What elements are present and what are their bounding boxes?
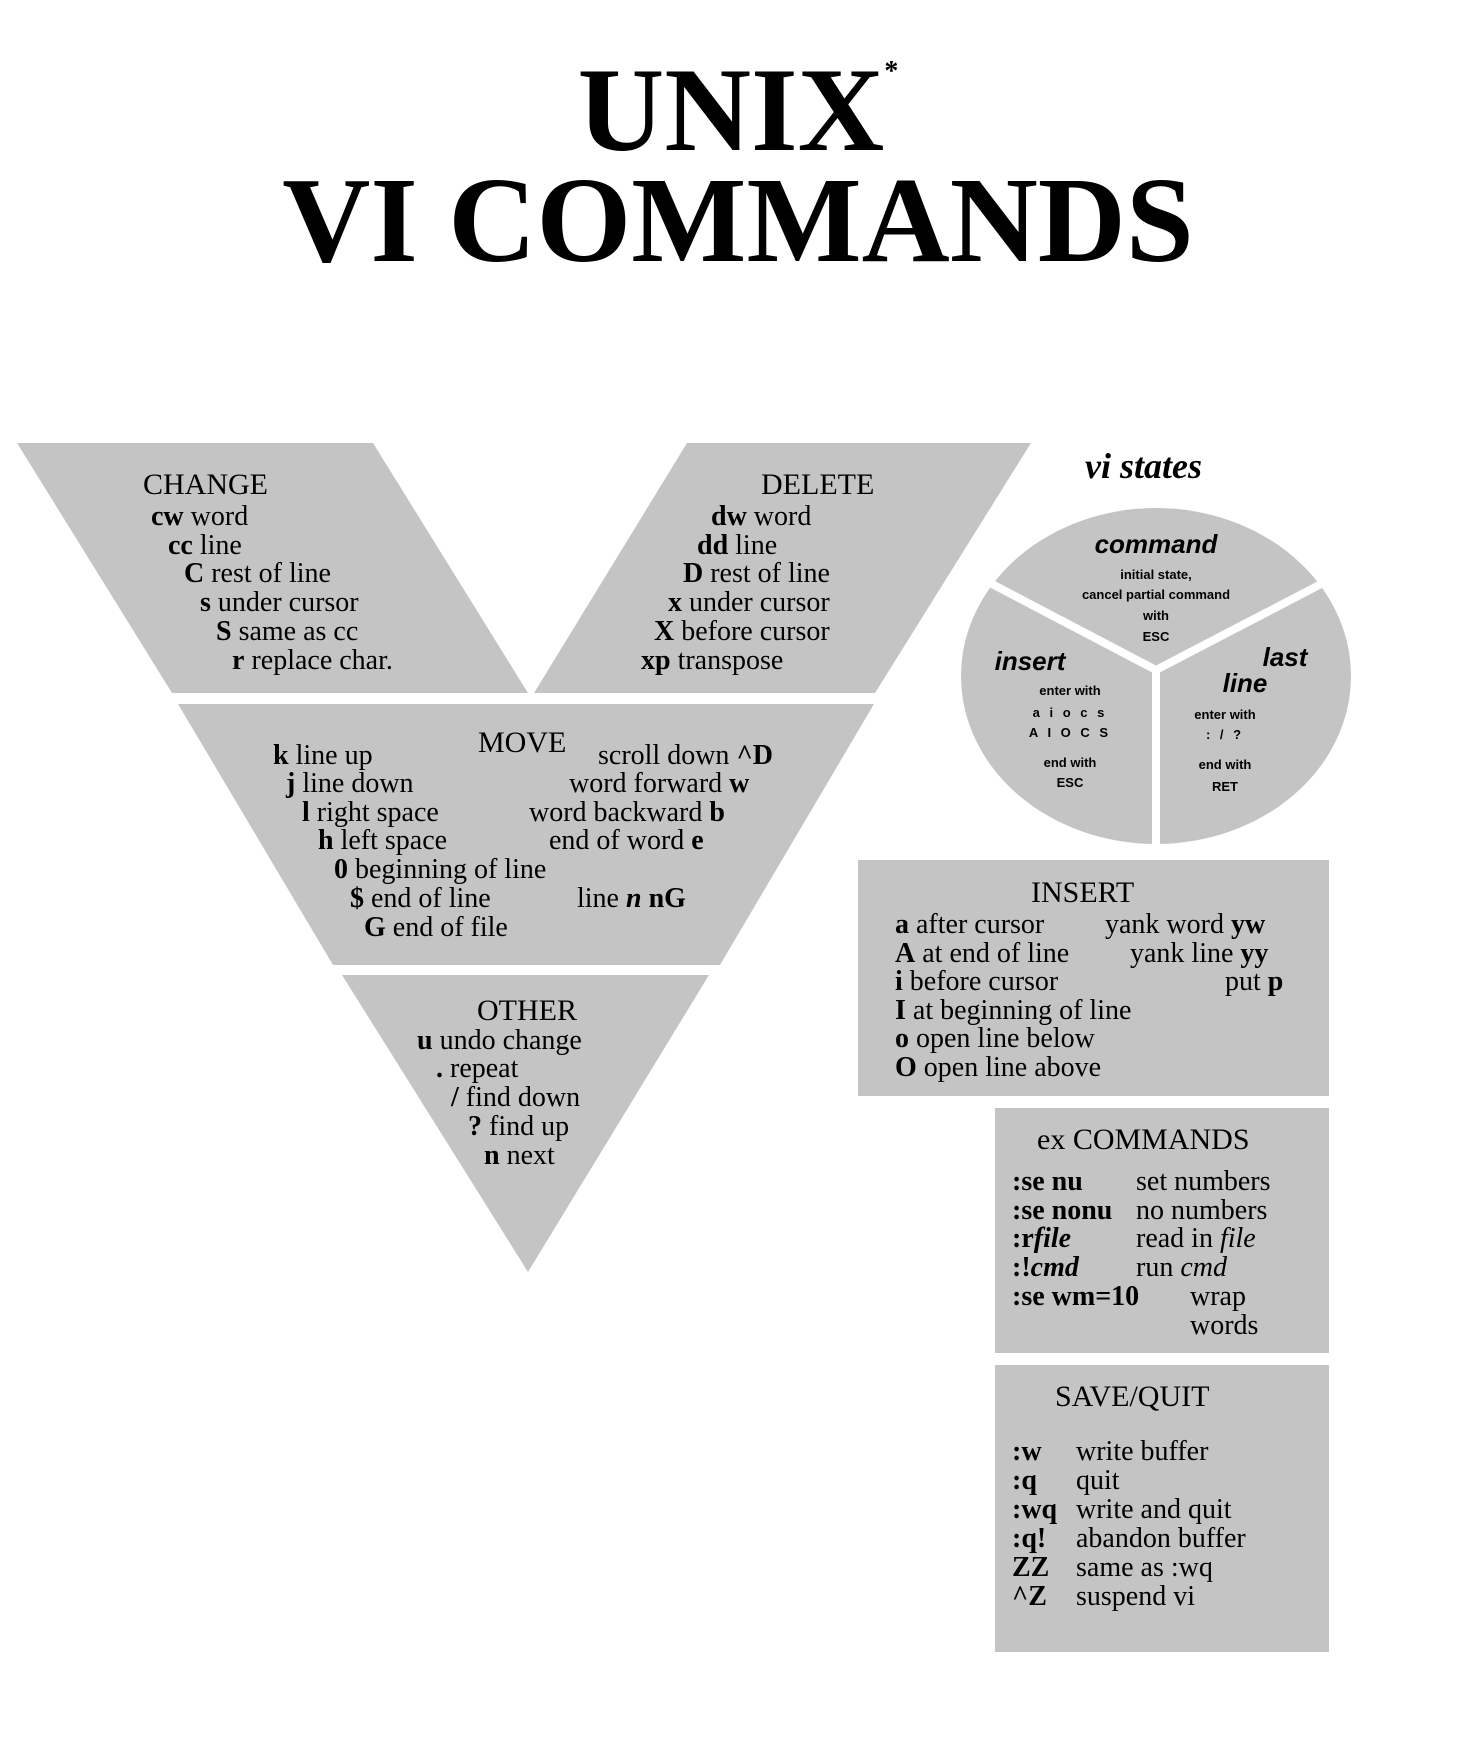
other-item: u undo change: [417, 1025, 582, 1056]
state-lastline-line: : / ?: [1205, 727, 1245, 742]
other-panel: [342, 975, 709, 1272]
state-insert-line: enter with: [1039, 683, 1101, 698]
state-lastline-label: last: [1262, 642, 1308, 672]
savequit-key: :q!: [1012, 1523, 1047, 1554]
change-item: r replace char.: [232, 645, 393, 676]
move-right-item: scroll down ^D: [598, 740, 773, 771]
ex-command: :se wm=10: [1012, 1281, 1140, 1312]
ex-command: :!cmd: [1012, 1252, 1079, 1283]
move-right-item: word forward w: [569, 768, 750, 799]
insert-item: O open line above: [895, 1052, 1102, 1083]
savequit-desc: same as :wq: [1076, 1552, 1213, 1583]
state-command-line: ESC: [1142, 629, 1170, 644]
change-heading: CHANGE: [143, 468, 268, 501]
other-item: ? find up: [468, 1111, 570, 1142]
delete-item: dd line: [697, 530, 778, 561]
insert-panel: [858, 860, 1329, 1096]
other-item: / find down: [451, 1082, 581, 1113]
move-left-item: j line down: [286, 768, 414, 799]
state-insert-line: A I O C S: [1028, 725, 1112, 740]
yank-item: yank word yw: [1105, 909, 1266, 940]
change-item: C rest of line: [184, 558, 331, 589]
other-heading: OTHER: [477, 994, 577, 1027]
insert-item: o open line below: [895, 1023, 1095, 1054]
state-insert-line: a i o c s: [1032, 705, 1108, 720]
state-insert-line: ESC: [1056, 775, 1084, 790]
delete-item: D rest of line: [683, 558, 830, 589]
state-command-label: command: [1094, 529, 1218, 559]
move-panel: [178, 704, 874, 965]
savequit-key: :wq: [1012, 1494, 1058, 1525]
ex-command: :rfile: [1012, 1223, 1072, 1254]
move-left-item: 0 beginning of line: [334, 854, 547, 885]
ex-heading: ex COMMANDS: [1037, 1123, 1250, 1156]
savequit-key: :w: [1012, 1436, 1042, 1467]
insert-item: I at beginning of line: [895, 995, 1132, 1026]
state-lastline-line: end with: [1198, 757, 1252, 772]
change-item: cw word: [151, 501, 249, 532]
state-command-line: cancel partial command: [1081, 587, 1231, 602]
change-item: cc line: [168, 530, 242, 561]
delete-item: xp transpose: [641, 645, 784, 676]
title-vi-commands: VI COMMANDS: [282, 153, 1194, 288]
trademark-mark: *: [884, 56, 899, 87]
state-insert-line: end with: [1043, 755, 1097, 770]
state-lastline-label: line: [1222, 668, 1268, 698]
states-divider-right: [1154, 579, 1325, 674]
ex-panel: [995, 1108, 1329, 1353]
state-lastline-line: RET: [1212, 779, 1238, 794]
states-divider-left: [988, 579, 1158, 674]
ex-desc: read in file: [1136, 1223, 1256, 1254]
ex-command: :se nonu: [1012, 1195, 1113, 1226]
move-left-item: G end of file: [364, 912, 508, 943]
insert-heading: INSERT: [1031, 876, 1135, 909]
change-item: S same as cc: [216, 616, 359, 647]
ex-desc: run cmd: [1136, 1252, 1227, 1283]
savequit-key: ZZ: [1012, 1552, 1050, 1583]
savequit-heading: SAVE/QUIT: [1055, 1380, 1210, 1413]
ex-desc: wrap: [1190, 1281, 1246, 1312]
state-command-line: initial state,: [1120, 567, 1192, 582]
move-right-item: end of word e: [549, 825, 704, 856]
title-unix: UNIX*: [577, 43, 899, 176]
other-item: n next: [484, 1140, 555, 1171]
savequit-desc: abandon buffer: [1076, 1523, 1246, 1554]
change-item: s under cursor: [200, 587, 359, 618]
savequit-key: ^Z: [1012, 1581, 1047, 1612]
savequit-desc: write and quit: [1076, 1494, 1232, 1525]
ex-desc: words: [1190, 1310, 1259, 1341]
savequit-key: :q: [1012, 1465, 1037, 1496]
move-goto-item: line n nG: [577, 883, 686, 914]
state-lastline-line: enter with: [1194, 707, 1256, 722]
insert-item: A at end of line: [895, 938, 1070, 969]
delete-item: x under cursor: [668, 587, 830, 618]
savequit-panel: [995, 1365, 1329, 1652]
vi-states-title: vi states: [1085, 446, 1202, 486]
ex-command: :se nu: [1012, 1166, 1083, 1197]
move-heading: MOVE: [478, 726, 567, 759]
delete-heading: DELETE: [761, 468, 875, 501]
delete-item: X before cursor: [654, 616, 830, 647]
savequit-desc: suspend vi: [1076, 1581, 1195, 1612]
savequit-desc: quit: [1076, 1465, 1120, 1496]
move-right-item: word backward b: [529, 797, 725, 828]
ex-desc: no numbers: [1136, 1195, 1268, 1226]
insert-item: a after cursor: [895, 909, 1045, 940]
savequit-desc: write buffer: [1076, 1436, 1209, 1467]
insert-item: i before cursor: [895, 966, 1059, 997]
yank-item: yank line yy: [1130, 938, 1269, 969]
delete-item: dw word: [711, 501, 812, 532]
move-left-item: l right space: [302, 797, 439, 828]
state-command-line: with: [1143, 608, 1169, 623]
delete-panel: [534, 443, 1031, 693]
ex-desc: set numbers: [1136, 1166, 1271, 1197]
move-left-item: k line up: [273, 740, 373, 771]
move-left-item: $ end of line: [350, 883, 491, 914]
yank-item: put p: [1225, 966, 1284, 997]
change-panel: [17, 443, 528, 693]
other-item: . repeat: [436, 1053, 519, 1084]
state-insert-label: insert: [994, 646, 1066, 676]
move-left-item: h left space: [318, 825, 448, 856]
